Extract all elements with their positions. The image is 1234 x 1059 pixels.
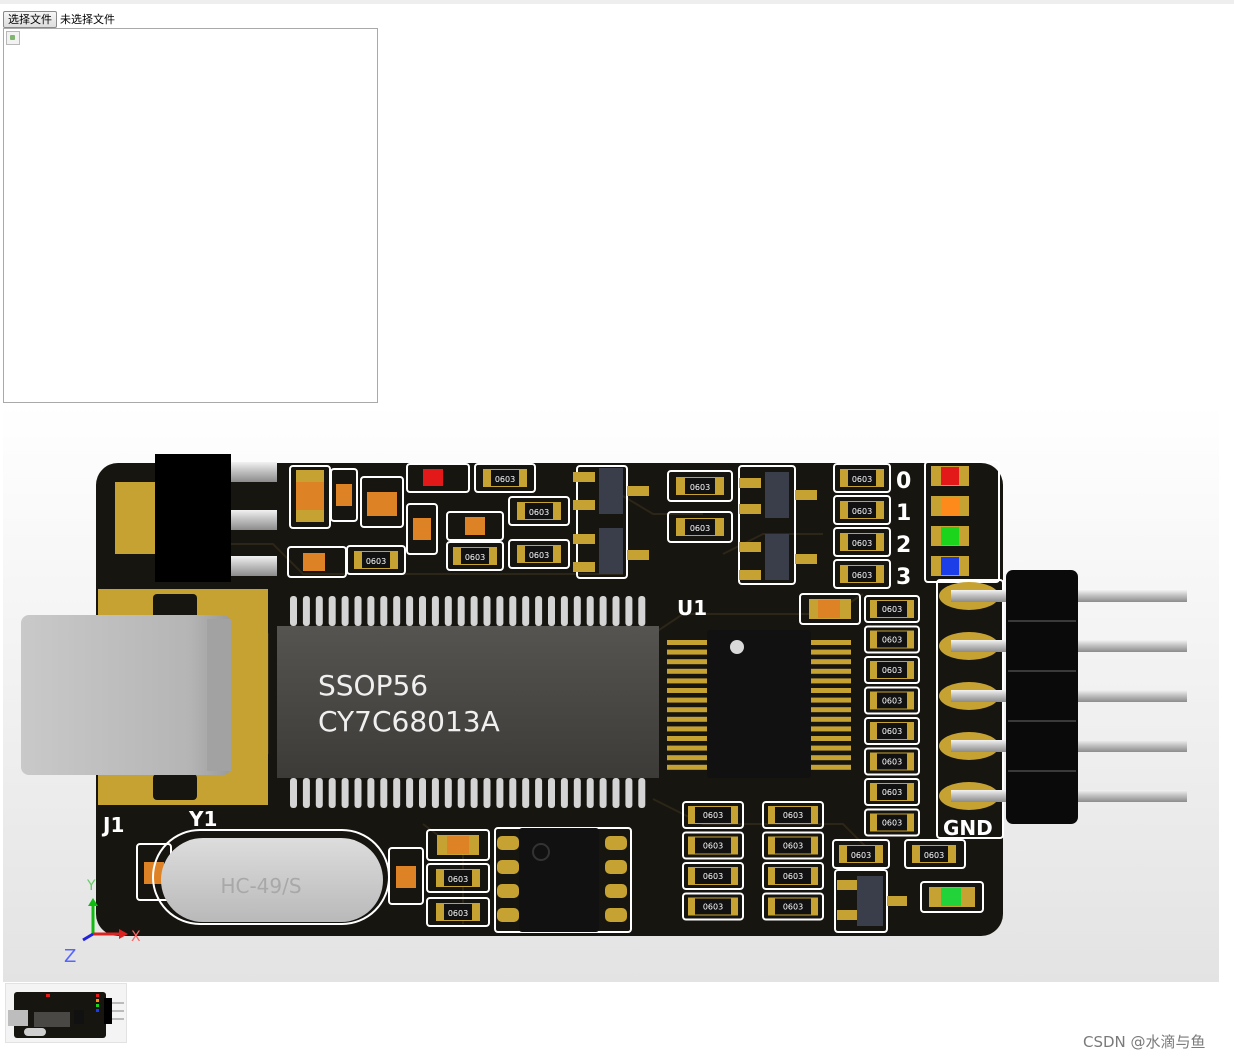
led-index-2: 2 (896, 533, 911, 558)
usb-designator: J1 (101, 813, 124, 837)
resistor-label: 0603 (882, 666, 902, 675)
resistor: 0603 (762, 801, 824, 829)
header-pads (939, 582, 999, 810)
resistor-label: 0603 (852, 539, 872, 548)
resistor-label: 0603 (703, 872, 723, 881)
resistor-label: 0603 (529, 551, 549, 560)
resistor-label: 0603 (703, 903, 723, 912)
axis-gizmo: X Y Z (64, 878, 141, 967)
resistor: 0603 (864, 625, 920, 654)
regulator-tab (115, 482, 157, 554)
resistor: 0603 (864, 686, 920, 715)
resistor-label: 0603 (851, 851, 871, 860)
broken-image-icon (6, 31, 20, 45)
resistor-label: 0603 (703, 842, 723, 851)
watermark: CSDN @水滴与鱼 (1083, 1033, 1206, 1051)
led-2 (941, 527, 959, 545)
eeprom-chip (667, 630, 851, 778)
soic-passives: 0603 0603 (426, 829, 490, 927)
header-resistors: 0603 0603 0603 0603 0603 0603 0603 0603 (864, 595, 920, 837)
resistor-label: 0603 (448, 875, 468, 884)
resistor-label: 0603 (882, 697, 902, 706)
resistor: 0603 (762, 862, 824, 890)
crystal-outline (152, 829, 390, 925)
resistor: 0603 (682, 831, 744, 860)
main-chip: SSOP56 CY7C68013A (277, 596, 659, 808)
top-resistors: 0603 0603 0603 0603 0603 0603 (346, 463, 733, 575)
resistor-label: 0603 (852, 475, 872, 484)
resistor-label: 0603 (882, 758, 902, 767)
crystal-designator: Y1 (188, 807, 217, 831)
led-index-0: 0 (896, 469, 911, 494)
resistor-label: 0603 (366, 557, 386, 566)
led-index-labels: 0 1 2 3 (896, 469, 911, 590)
resistor-label: 0603 (783, 842, 803, 851)
top-divider (0, 0, 1234, 4)
status-leds (924, 461, 1000, 583)
regulator-pins (231, 462, 277, 576)
eeprom-designator: U1 (677, 596, 707, 620)
led-1 (941, 497, 959, 515)
resistor: 0603 (682, 801, 744, 829)
pin-header (951, 570, 1187, 824)
resistor-label: 0603 (882, 605, 902, 614)
crystal-label: HC-49/S (220, 874, 301, 898)
resistor-label: 0603 (703, 811, 723, 820)
led-index-1: 1 (896, 501, 911, 526)
activity-led (941, 888, 961, 906)
resistor-label: 0603 (852, 507, 872, 516)
resistor-label: 0603 (783, 811, 803, 820)
pcb-3d-render: 0603 0603 0603 0603 0603 0603 (3, 404, 1219, 982)
resistor: 0603 (864, 717, 920, 745)
gnd-label: GND (943, 816, 993, 840)
resistor-label: 0603 (690, 483, 710, 492)
bottom-right-parts: 0603 0603 (832, 839, 984, 933)
soic8-chip (494, 827, 632, 933)
axis-y-label: Y (86, 878, 96, 894)
resistor: 0603 (682, 892, 744, 921)
resistor-label: 0603 (448, 909, 468, 918)
regulator-body (155, 454, 231, 582)
resistor: 0603 (864, 808, 920, 837)
led-index-3: 3 (896, 565, 911, 590)
resistor: 0603 (762, 831, 824, 860)
image-thumbnail[interactable] (5, 983, 127, 1043)
resistor-label: 0603 (882, 727, 902, 736)
bottom-resistors: 0603 0603 0603 0603 0603 0603 0603 0603 (682, 801, 824, 921)
crystal-body (161, 838, 383, 922)
resistor-label: 0603 (690, 524, 710, 533)
led-resistors: 0603 0603 0603 0603 (833, 463, 891, 589)
file-status-text: 未选择文件 (60, 13, 115, 26)
axis-z-label: Z (64, 946, 76, 967)
led-3 (941, 557, 959, 575)
resistor: 0603 (864, 656, 920, 684)
resistor-label: 0603 (852, 571, 872, 580)
choose-file-button[interactable]: 选择文件 (3, 10, 57, 28)
chip-package-label: SSOP56 (318, 669, 428, 702)
image-preview-box (3, 28, 378, 403)
resistor-label: 0603 (882, 636, 902, 645)
resistor-label: 0603 (465, 553, 485, 562)
axis-x-label: X (131, 929, 141, 945)
resistor-label: 0603 (882, 788, 902, 797)
file-input[interactable]: 选择文件 未选择文件 (3, 10, 115, 28)
resistor: 0603 (864, 747, 920, 776)
resistor: 0603 (864, 778, 920, 806)
led-0 (941, 467, 959, 485)
usb-connector (21, 589, 268, 805)
power-led (423, 469, 443, 486)
resistor-label: 0603 (924, 851, 944, 860)
resistor-label: 0603 (495, 475, 515, 484)
resistor-label: 0603 (529, 508, 549, 517)
resistor: 0603 (864, 595, 920, 623)
resistor: 0603 (682, 862, 744, 890)
transistors (573, 465, 817, 585)
resistor-label: 0603 (882, 819, 902, 828)
chip-part-label: CY7C68013A (318, 705, 500, 738)
resistor-label: 0603 (783, 903, 803, 912)
resistor-label: 0603 (783, 872, 803, 881)
top-capacitors (287, 465, 504, 578)
resistor: 0603 (762, 892, 824, 921)
